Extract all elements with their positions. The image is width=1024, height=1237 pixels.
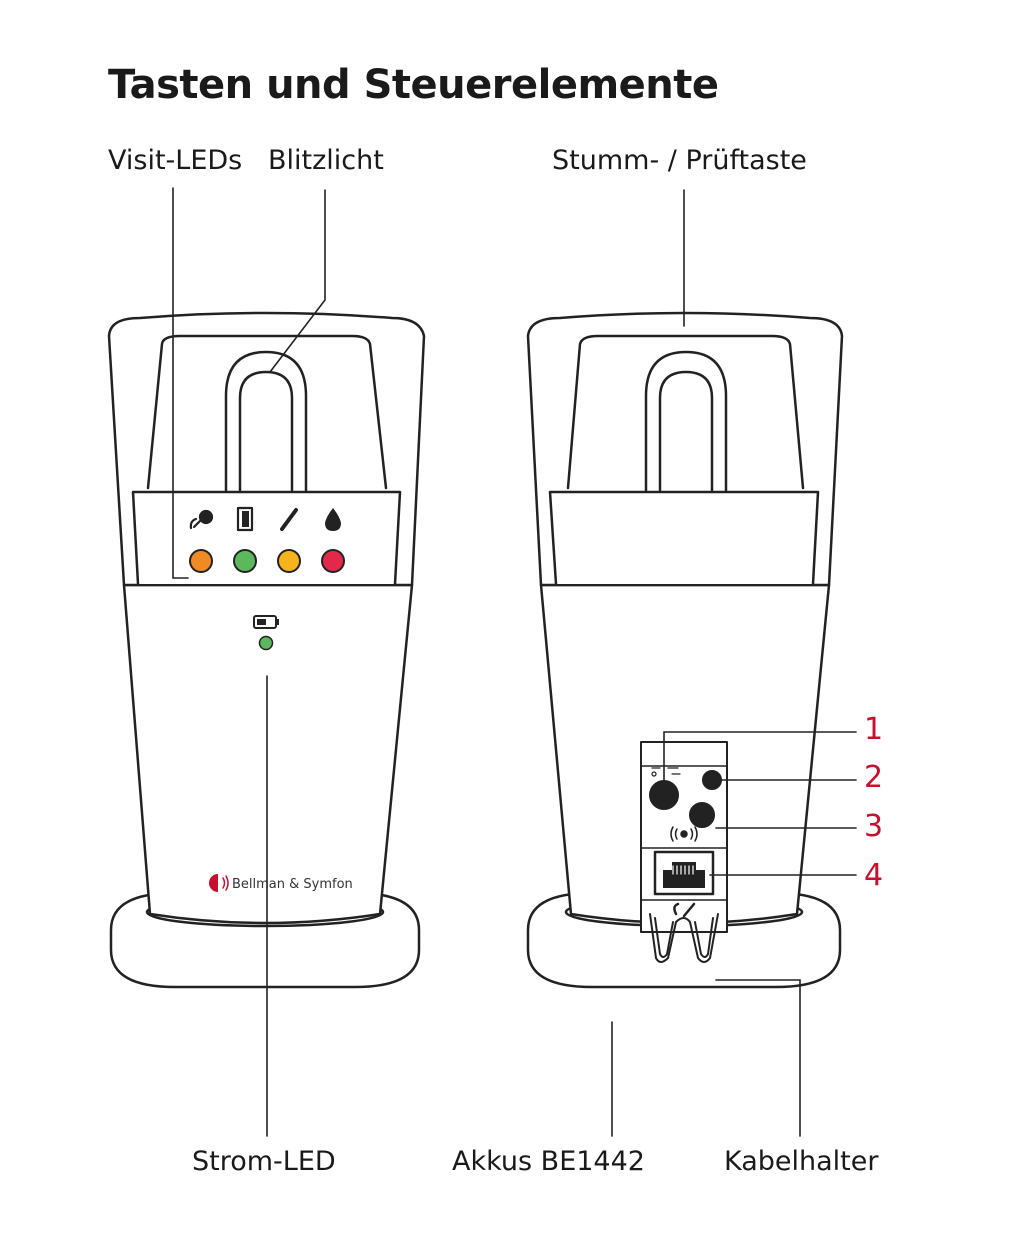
callout-4: 4 (864, 858, 884, 893)
label-akkus: Akkus BE1442 (452, 1146, 645, 1177)
baby-monitor-icon (189, 509, 214, 530)
front-device (107, 311, 426, 989)
led-green (233, 549, 257, 573)
dc-socket (649, 780, 679, 810)
cable-icon (673, 902, 696, 918)
led-orange (189, 549, 213, 573)
battery-icon (253, 615, 279, 629)
brand-logo (209, 874, 229, 892)
label-visit-leds: Visit-LEDs (108, 145, 243, 176)
brand-text: Bellman & Symfon (232, 877, 353, 892)
callout-1: 1 (864, 712, 884, 747)
power-led (258, 635, 274, 651)
phone-icon (280, 508, 298, 531)
test-socket (702, 770, 722, 790)
cable-holder (649, 913, 719, 963)
vibration-socket (689, 802, 715, 828)
label-blitzlicht: Blitzlicht (268, 145, 384, 176)
door-icon (236, 506, 254, 532)
label-kabelhalter: Kabelhalter (724, 1146, 879, 1177)
page-title: Tasten und Steuerelemente (108, 62, 719, 108)
label-strom-led: Strom-LED (192, 1146, 336, 1177)
back-device (526, 311, 844, 989)
fire-icon (325, 508, 341, 531)
callout-2: 2 (864, 760, 884, 795)
label-stumm-pruef: Stumm- / Prüftaste (552, 145, 807, 176)
led-yellow (277, 549, 301, 573)
callout-3: 3 (864, 809, 884, 844)
vibration-icon (670, 826, 698, 842)
led-red (321, 549, 345, 573)
